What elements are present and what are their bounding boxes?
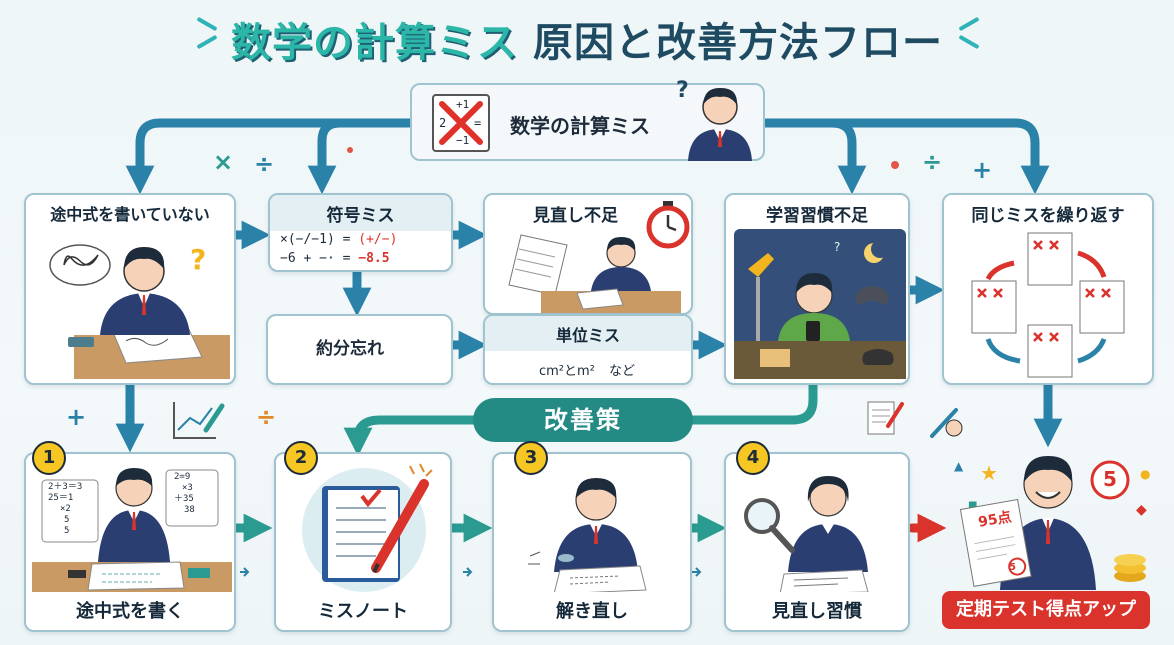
page-title: 数学の計算ミス 原因と改善方法フロー [0,10,1174,68]
root-node: +1 2 = −1 数学の計算ミス ? [410,78,765,161]
step-3-badge: 3 [514,441,548,475]
svg-text:÷: ÷ [256,403,276,431]
cross-mark-icon [439,101,483,145]
thinking-student-icon: ? [676,78,752,161]
svg-text:★: ★ [980,461,998,485]
writing-hand-icon [930,408,963,438]
step-4-review-habit: 見直し習慣 [724,452,910,632]
step-1-label: 途中式を書く [26,592,234,630]
title-rest: 原因と改善方法フロー [532,20,943,66]
step-3-label: 解き直し [494,592,690,630]
goal-paper-circle: 5 [1009,562,1016,573]
magnifier-student-icon [744,476,869,594]
step-2-mistake-notebook: ミスノート [274,452,452,632]
svg-text:▲: ▲ [954,459,964,473]
confused-student-icon: ? [49,243,230,379]
svg-text:÷: ÷ [254,150,274,178]
svg-text:÷: ÷ [922,148,942,176]
svg-text:?: ? [676,78,689,103]
goal-medal-number: 5 [1103,467,1117,491]
step-1-write-working: 2＋3＝3 25＝1 ×2 5 5 2=9 ×3 ＋35 38 途中式を書く [24,452,236,632]
goal-banner: 定期テスト得点アップ [942,591,1150,629]
svg-text:■: ■ [968,500,977,511]
cause-sign-error: 符号ミス ×(−/−1) = (+/−) −6 + −· = −8.5 [268,193,453,272]
step-3-resolve: 解き直し [492,452,692,632]
root-label: 数学の計算ミス [510,114,650,138]
cause-no-working: 途中式を書いていない ? [24,193,236,385]
cause-no-working-label: 途中式を書いていない [26,195,234,230]
improvement-label: 改善策 [473,398,693,442]
cause-sign-error-label: 符号ミス [270,195,451,231]
phone-student-icon: ? [734,229,906,379]
unit-error-example: cm²とm² など [539,364,636,379]
step-4-label: 見直し習慣 [726,592,908,630]
notepad-pencil-icon [867,401,904,435]
cause-study-habit-label: 学習習慣不足 [726,195,908,231]
svg-text:●: ● [1140,467,1150,481]
wrong-answer-icon: +1 2 = −1 [432,94,490,152]
step-2-badge: 2 [284,441,318,475]
cause-study-habit: 学習習慣不足 ? [724,193,910,385]
cause-forgot-reduce-label: 約分忘れ [316,339,384,359]
cause-repeat-mistakes: 同じミスを繰り返す [942,193,1154,385]
sign-error-line1: ×(−/−1) = (+/−) [280,232,398,247]
step-1-badge: 1 [32,441,66,475]
svg-text:+: + [66,403,86,431]
svg-text:?: ? [190,243,206,276]
step-4-badge: 4 [736,441,770,475]
resolving-student-icon [528,478,647,594]
sign-error-line2: −6 + −· = −8.5 [280,251,390,266]
step-1-work-right: 2=9 ×3 ＋35 38 [174,472,195,515]
cause-no-review: 見直し不足 [483,193,693,315]
careless-student-icon [508,234,681,313]
title-highlight: 数学の計算ミス [231,20,519,66]
cause-repeat-mistakes-label: 同じミスを繰り返す [944,195,1152,231]
svg-text:?: ? [834,240,840,254]
step-1-work-left: 2＋3＝3 25＝1 ×2 5 5 [48,482,83,536]
graph-pencil-icon [173,402,225,439]
mistake-cycle-icon [971,232,1125,378]
step-2-label: ミスノート [276,592,450,630]
notebook-pen-icon [302,463,433,592]
stopwatch-icon [646,201,690,249]
svg-text:◆: ◆ [1136,502,1147,518]
happy-student-icon: ★ ▲ ◆ ■ ● [954,456,1150,590]
cause-unit-error: 単位ミス cm²とm² など [483,314,693,385]
svg-text:×: × [213,148,233,176]
svg-text:+: + [972,156,992,184]
cause-unit-error-label: 単位ミス [485,316,691,351]
cause-forgot-reduce: 約分忘れ [266,314,453,385]
writing-student-icon [32,468,232,594]
